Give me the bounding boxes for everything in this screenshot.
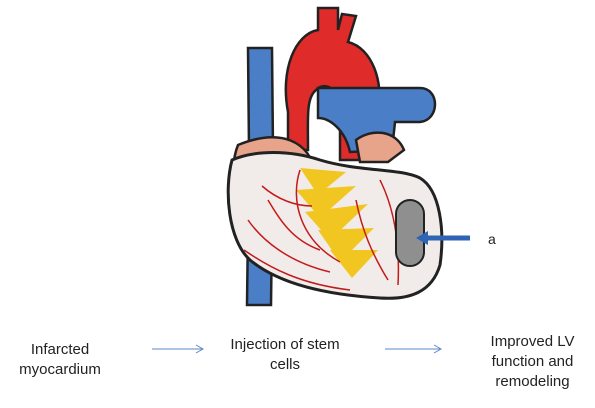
- annotation-label: a: [488, 231, 496, 247]
- flow-step-line: cells: [215, 355, 355, 375]
- flow-step-line: remodeling: [470, 372, 595, 392]
- flow-step-infarcted: Infarcted myocardium: [0, 340, 120, 380]
- flow-step-line: function and: [470, 352, 595, 372]
- flow-step-line: Injection of stem: [215, 335, 355, 355]
- infarct-zone: [396, 200, 424, 266]
- flow-step-line: Infarcted: [0, 340, 120, 360]
- flow-step-line: myocardium: [0, 360, 120, 380]
- left-atrium: [356, 133, 404, 162]
- flow-step-injection: Injection of stem cells: [215, 335, 355, 375]
- flow-step-improved: Improved LV function and remodeling: [470, 332, 595, 392]
- flow-step-line: Improved LV: [470, 332, 595, 352]
